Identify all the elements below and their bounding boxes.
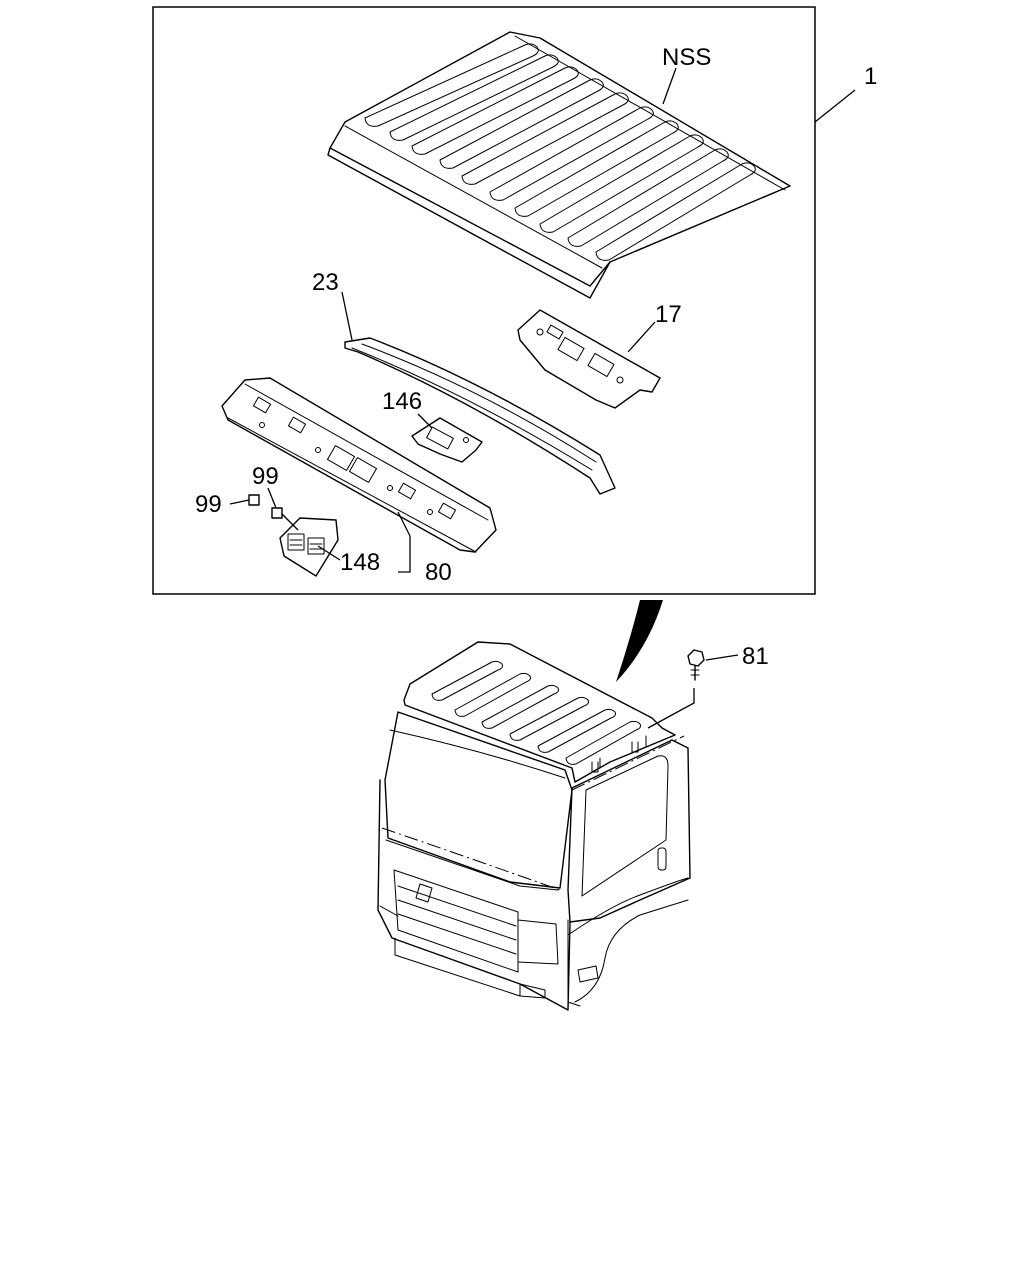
- label-17: 17: [655, 301, 682, 328]
- label-148: 148: [340, 549, 380, 576]
- part-81-bolt[interactable]: [647, 649, 739, 729]
- label-80: 80: [425, 559, 452, 586]
- roof-panel[interactable]: [327, 31, 791, 299]
- label-99-b: 99: [252, 463, 279, 490]
- label-146: 146: [382, 388, 422, 415]
- label-23: 23: [312, 269, 339, 296]
- label-81: 81: [742, 643, 769, 670]
- part-99-nut-a[interactable]: [229, 494, 260, 506]
- label-99-a: 99: [195, 491, 222, 518]
- part-23-roof-rail[interactable]: [341, 291, 616, 495]
- truck-cab[interactable]: [377, 641, 691, 1011]
- part-148-bracket[interactable]: [279, 517, 341, 577]
- part-17-bracket[interactable]: [517, 309, 661, 409]
- part-146-bracket[interactable]: [411, 413, 483, 463]
- part-80-header-panel[interactable]: [221, 377, 497, 573]
- exploded-view-frame: [152, 6, 816, 595]
- assembly-leader: [814, 89, 856, 123]
- label-assembly: 1: [864, 63, 877, 90]
- label-nss: NSS: [662, 44, 711, 71]
- part-99-nut-b[interactable]: [267, 487, 299, 531]
- pointer-wedge: [616, 600, 663, 682]
